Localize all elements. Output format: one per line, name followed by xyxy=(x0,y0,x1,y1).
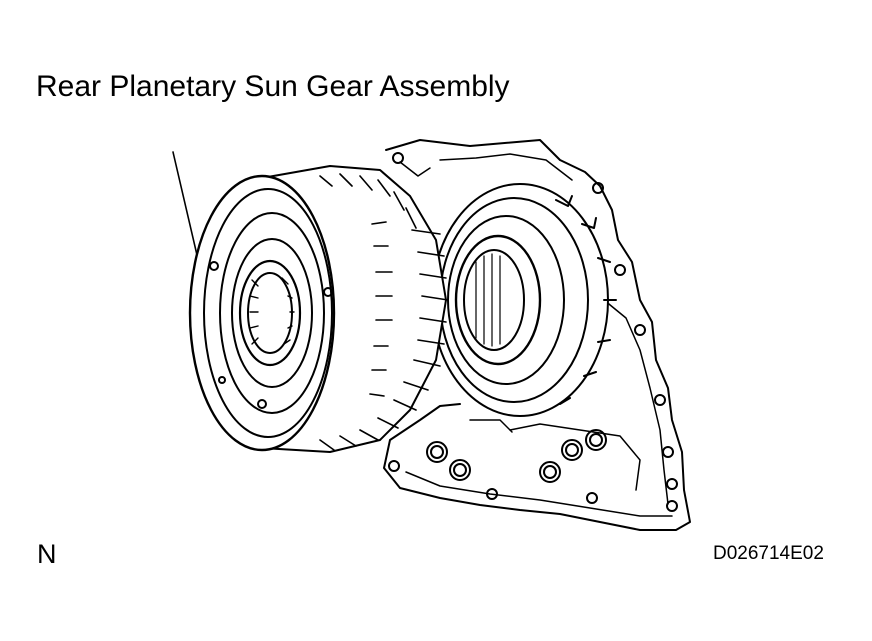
clutch-hub xyxy=(431,183,617,417)
sun-gear-assembly xyxy=(188,165,449,453)
figure-title: Rear Planetary Sun Gear Assembly xyxy=(36,70,510,103)
view-letter: N xyxy=(37,539,57,569)
leader-line xyxy=(172,151,201,269)
figure-code: D026714E02 xyxy=(713,543,824,564)
transmission-case xyxy=(383,139,691,531)
